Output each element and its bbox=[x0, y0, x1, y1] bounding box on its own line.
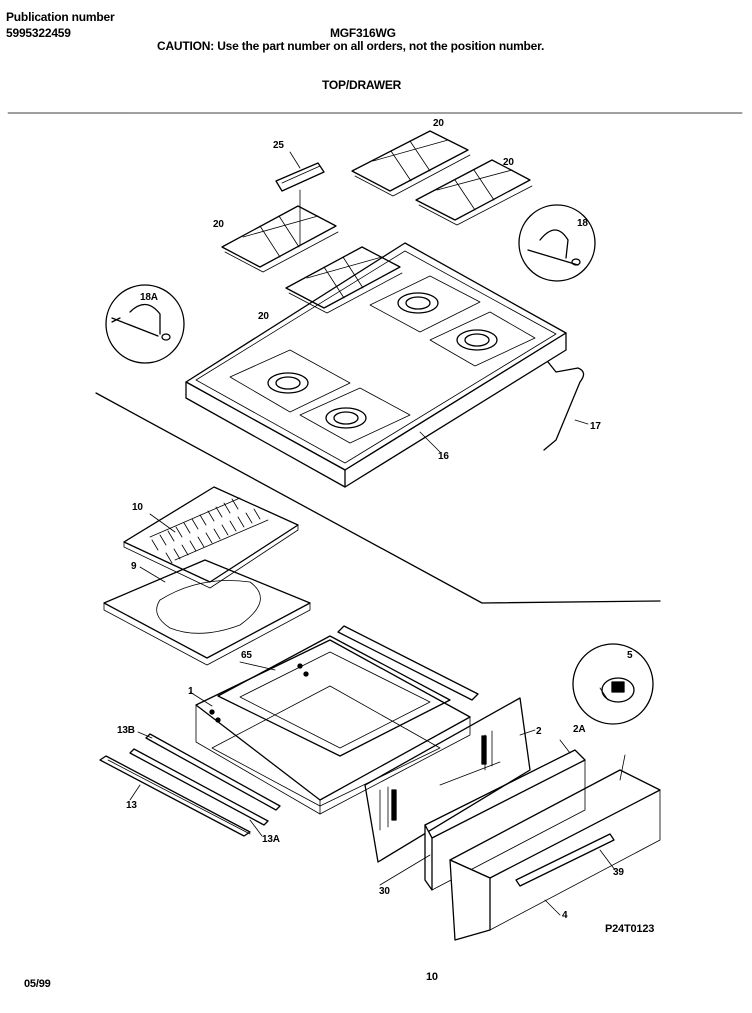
callout-9: 9 bbox=[131, 561, 137, 572]
slide-rail-right bbox=[337, 625, 479, 701]
callout-16: 16 bbox=[438, 451, 449, 462]
callout-1: 1 bbox=[188, 686, 194, 697]
callout-18a: 18A bbox=[140, 292, 158, 303]
grate-front-right bbox=[285, 246, 403, 314]
callout-2a: 2A bbox=[573, 724, 586, 735]
callout-13a: 13A bbox=[262, 834, 280, 845]
detail-18 bbox=[518, 204, 596, 282]
caution-note: CAUTION: Use the part number on all orde… bbox=[157, 39, 545, 53]
callout-5: 5 bbox=[627, 650, 633, 661]
callout-65: 65 bbox=[241, 650, 252, 661]
publication-number: 5995322459 bbox=[6, 26, 71, 40]
footer-date: 05/99 bbox=[24, 978, 51, 990]
callout-20-top: 20 bbox=[433, 118, 444, 129]
grate-spacer-part bbox=[275, 151, 325, 246]
model-number: MGF316WG bbox=[330, 26, 396, 40]
detail-5-knob bbox=[572, 643, 654, 725]
callout-20-left: 20 bbox=[213, 219, 224, 230]
callout-30: 30 bbox=[379, 886, 390, 897]
drawing-id: P24T0123 bbox=[605, 923, 655, 935]
drawer-front-brace bbox=[424, 739, 586, 891]
callout-2: 2 bbox=[536, 726, 542, 737]
callout-17: 17 bbox=[590, 421, 601, 432]
drawer-body bbox=[195, 639, 471, 815]
broiler-pan bbox=[103, 559, 311, 666]
grate-back-right bbox=[415, 159, 533, 226]
callout-13: 13 bbox=[126, 800, 137, 811]
support-wire bbox=[543, 361, 589, 451]
slide-rail-13b bbox=[137, 731, 281, 811]
grate-back-left bbox=[351, 130, 471, 197]
callout-20-right: 20 bbox=[503, 157, 514, 168]
callout-20-bottom: 20 bbox=[258, 311, 269, 322]
separator-line bbox=[95, 392, 661, 604]
publication-label: Publication number bbox=[6, 10, 115, 24]
callout-10: 10 bbox=[132, 502, 143, 513]
cooktop bbox=[185, 242, 567, 488]
detail-18a bbox=[105, 284, 185, 364]
slide-rail-13a bbox=[129, 748, 269, 837]
callout-13b: 13B bbox=[117, 725, 135, 736]
page-number: 10 bbox=[426, 971, 438, 983]
callout-39: 39 bbox=[613, 867, 624, 878]
drawer-front-panel bbox=[449, 754, 661, 941]
callout-18: 18 bbox=[577, 218, 588, 229]
section-title: TOP/DRAWER bbox=[322, 78, 402, 92]
grate-front-left bbox=[221, 205, 339, 273]
drawer-rack bbox=[217, 635, 451, 757]
drawer-back-panel bbox=[364, 697, 536, 863]
slide-rail-13 bbox=[99, 755, 251, 837]
broiler-grid bbox=[123, 486, 299, 589]
callout-25: 25 bbox=[273, 140, 284, 151]
callout-4: 4 bbox=[562, 910, 568, 921]
